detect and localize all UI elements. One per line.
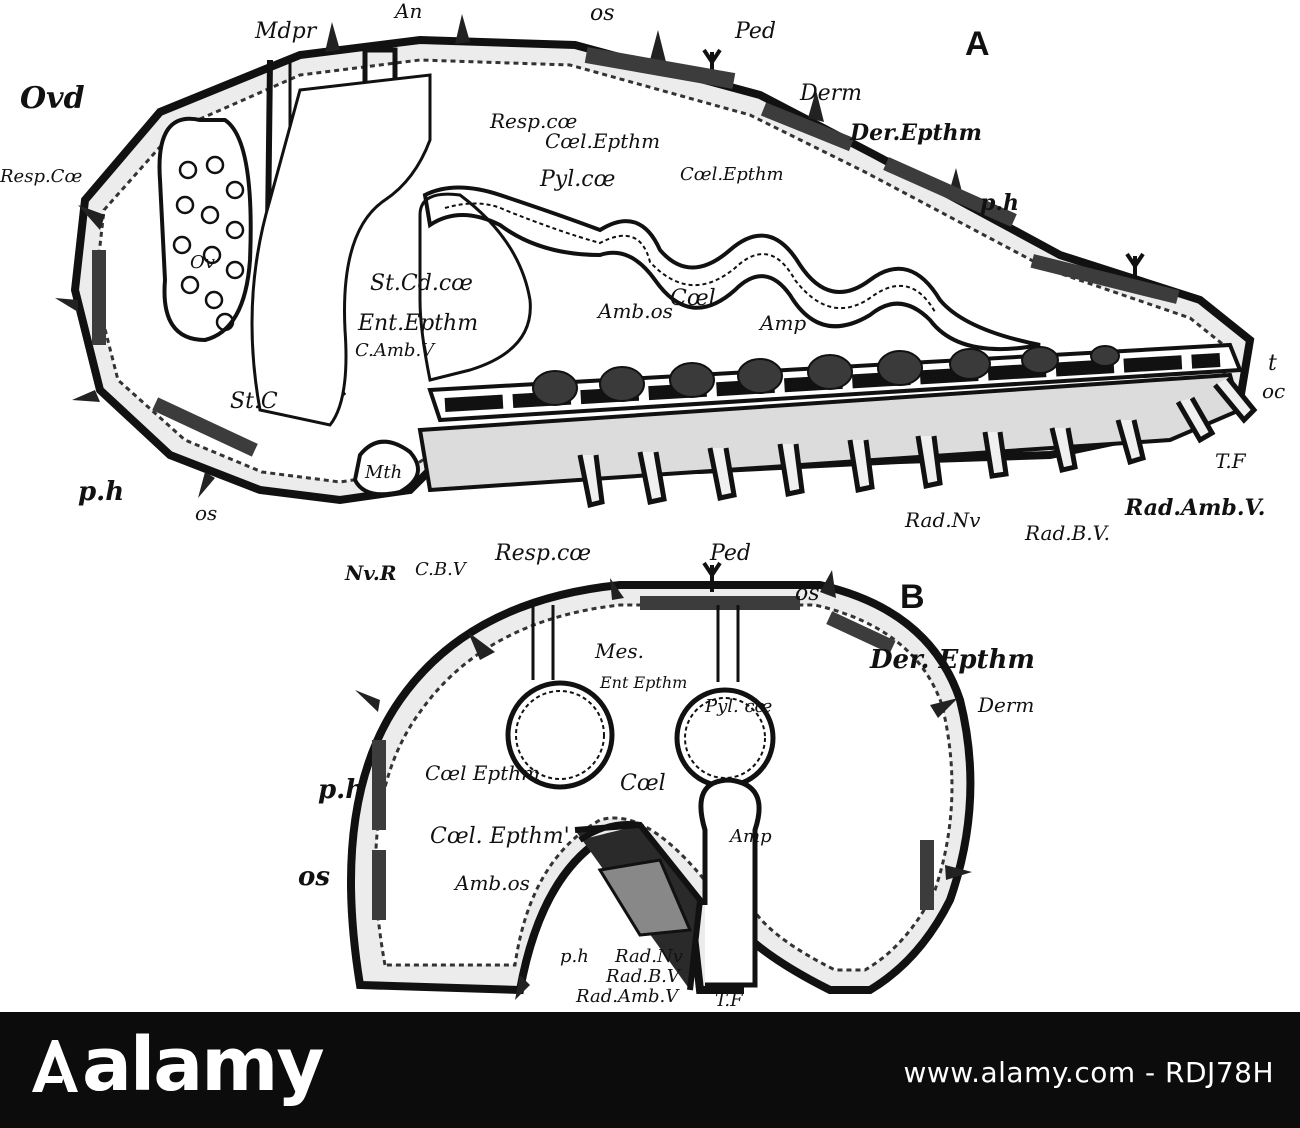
ampullae-a	[532, 345, 1120, 406]
label-amb-os: Amb.os	[596, 299, 673, 323]
pyloric-caecum-left-b	[505, 680, 615, 790]
stomach-a	[250, 73, 432, 427]
label-pyl-coe: Pyl.cœ	[539, 167, 615, 192]
label-b-rad-nv: Rad.Nv	[614, 946, 683, 967]
brand-wordmark: alamy	[82, 1022, 325, 1108]
label-resp-coe-left: Resp.Cœ	[0, 166, 82, 187]
label-resp-coe: Resp.cœ	[489, 109, 577, 133]
mesenteries-b	[531, 605, 740, 682]
label-b-rad-bv: Rad.B.V	[605, 966, 682, 987]
label-os-left: os	[195, 501, 217, 525]
label-coel: Cœl	[670, 286, 716, 311]
label-b-coel: Cœl	[620, 771, 666, 796]
pyloric-caecum-a	[422, 185, 1041, 352]
label-t: t	[1268, 351, 1277, 376]
label-coel-epthm: Cœl.Epthm	[545, 129, 660, 153]
figure-b	[347, 561, 975, 1000]
label-b-os-top: os	[795, 581, 820, 606]
label-ovd: Ovd	[20, 81, 85, 116]
label-oc: oc	[1262, 379, 1285, 403]
label-b-ent-epthm: Ent Epthm	[599, 673, 687, 692]
label-b-rad-amb-v: Rad.Amb.V	[575, 986, 680, 1007]
label-amp: Amp	[758, 311, 806, 335]
anatomical-figure: A B An Mdpr os Ped Derm Der.Epthm Ovd Re…	[0, 0, 1286, 1011]
image-id-text: www.alamy.com - RDJ78H	[903, 1056, 1274, 1089]
cardiac-pouch-a	[418, 192, 532, 382]
body-wall-inner-b	[374, 603, 954, 972]
labels-a: An Mdpr os Ped Derm Der.Epthm Ovd Resp.C…	[0, 0, 1285, 585]
label-b-ph-bottom: p.h	[560, 946, 589, 967]
dermis-bands-a	[92, 47, 1180, 457]
label-tf: T.F	[1215, 449, 1247, 473]
label-b-tf: T.F	[715, 990, 744, 1011]
label-b-resp-coe: Resp.cœ	[494, 541, 591, 566]
label-coel-epthm-2: Cœl.Epthm	[680, 164, 784, 185]
label-b-derm: Derm	[977, 693, 1034, 717]
label-b-coel-epthm-prime: Cœl. Epthm'	[430, 824, 570, 849]
label-b-coel-epthm: Cœl Epthm	[425, 761, 540, 785]
label-ov: Ov	[190, 252, 215, 273]
mouth-a	[352, 439, 420, 497]
spines-b	[355, 570, 972, 1000]
label-ph-right: p.h	[980, 190, 1019, 216]
alamy-logo: alamy	[28, 1028, 325, 1102]
label-rad-amb-v: Rad.Amb.V.	[1124, 495, 1265, 521]
dermis-bands-b	[372, 596, 934, 920]
label-st-cd-coe: St.Cd.cœ	[370, 271, 473, 296]
panel-label-b: B	[900, 578, 925, 616]
label-ped-top: Ped	[734, 19, 776, 44]
label-nv-r: Nv.R	[344, 561, 396, 585]
label-b-der-epthm: Der. Epthm	[869, 645, 1035, 675]
label-b-os-left: os	[298, 862, 330, 892]
label-an: An	[393, 0, 422, 23]
tube-feet-a	[577, 376, 1258, 509]
label-rad-bv: Rad.B.V.	[1024, 521, 1110, 545]
label-b-amp: Amp	[728, 826, 772, 847]
alamy-a-icon	[32, 1040, 78, 1092]
label-b-pyl-coe: Pyl. cœ	[704, 696, 772, 717]
figure-a	[55, 14, 1258, 509]
label-os-top: os	[590, 1, 615, 26]
label-ent-epthm: Ent.Epthm	[357, 311, 478, 336]
spines-a	[55, 14, 964, 498]
panel-label-a: A	[965, 25, 990, 63]
label-b-ph-left: p.h	[318, 775, 364, 805]
stock-watermark-bar: alamy www.alamy.com - RDJ78H	[0, 1012, 1300, 1128]
ova-a	[172, 155, 245, 332]
ampulla-tube-foot-b	[698, 777, 762, 988]
label-st-c: St.C	[230, 389, 278, 414]
label-mdpr: Mdpr	[254, 19, 318, 44]
gonad-a	[157, 116, 253, 343]
label-b-ped: Ped	[709, 541, 751, 566]
label-ph-left: p.h	[78, 477, 124, 507]
pedicellaria-b	[702, 561, 722, 592]
label-c-amb-v: C.Amb.V	[355, 340, 436, 361]
label-cbv: C.B.V	[415, 559, 468, 580]
label-rad-nv: Rad.Nv	[904, 508, 981, 532]
label-derm: Derm	[799, 81, 862, 106]
label-b-amb-os: Amb.os	[453, 871, 530, 895]
starfish-section-diagram: A B An Mdpr os Ped Derm Der.Epthm Ovd Re…	[0, 0, 1285, 1011]
label-b-mes: Mes.	[594, 639, 644, 663]
label-der-epthm: Der.Epthm	[849, 120, 982, 146]
labels-b: Resp.cœ Ped os Mes. Ent Epthm Pyl. cœ De…	[298, 541, 1035, 1011]
label-mth: Mth	[364, 462, 402, 483]
